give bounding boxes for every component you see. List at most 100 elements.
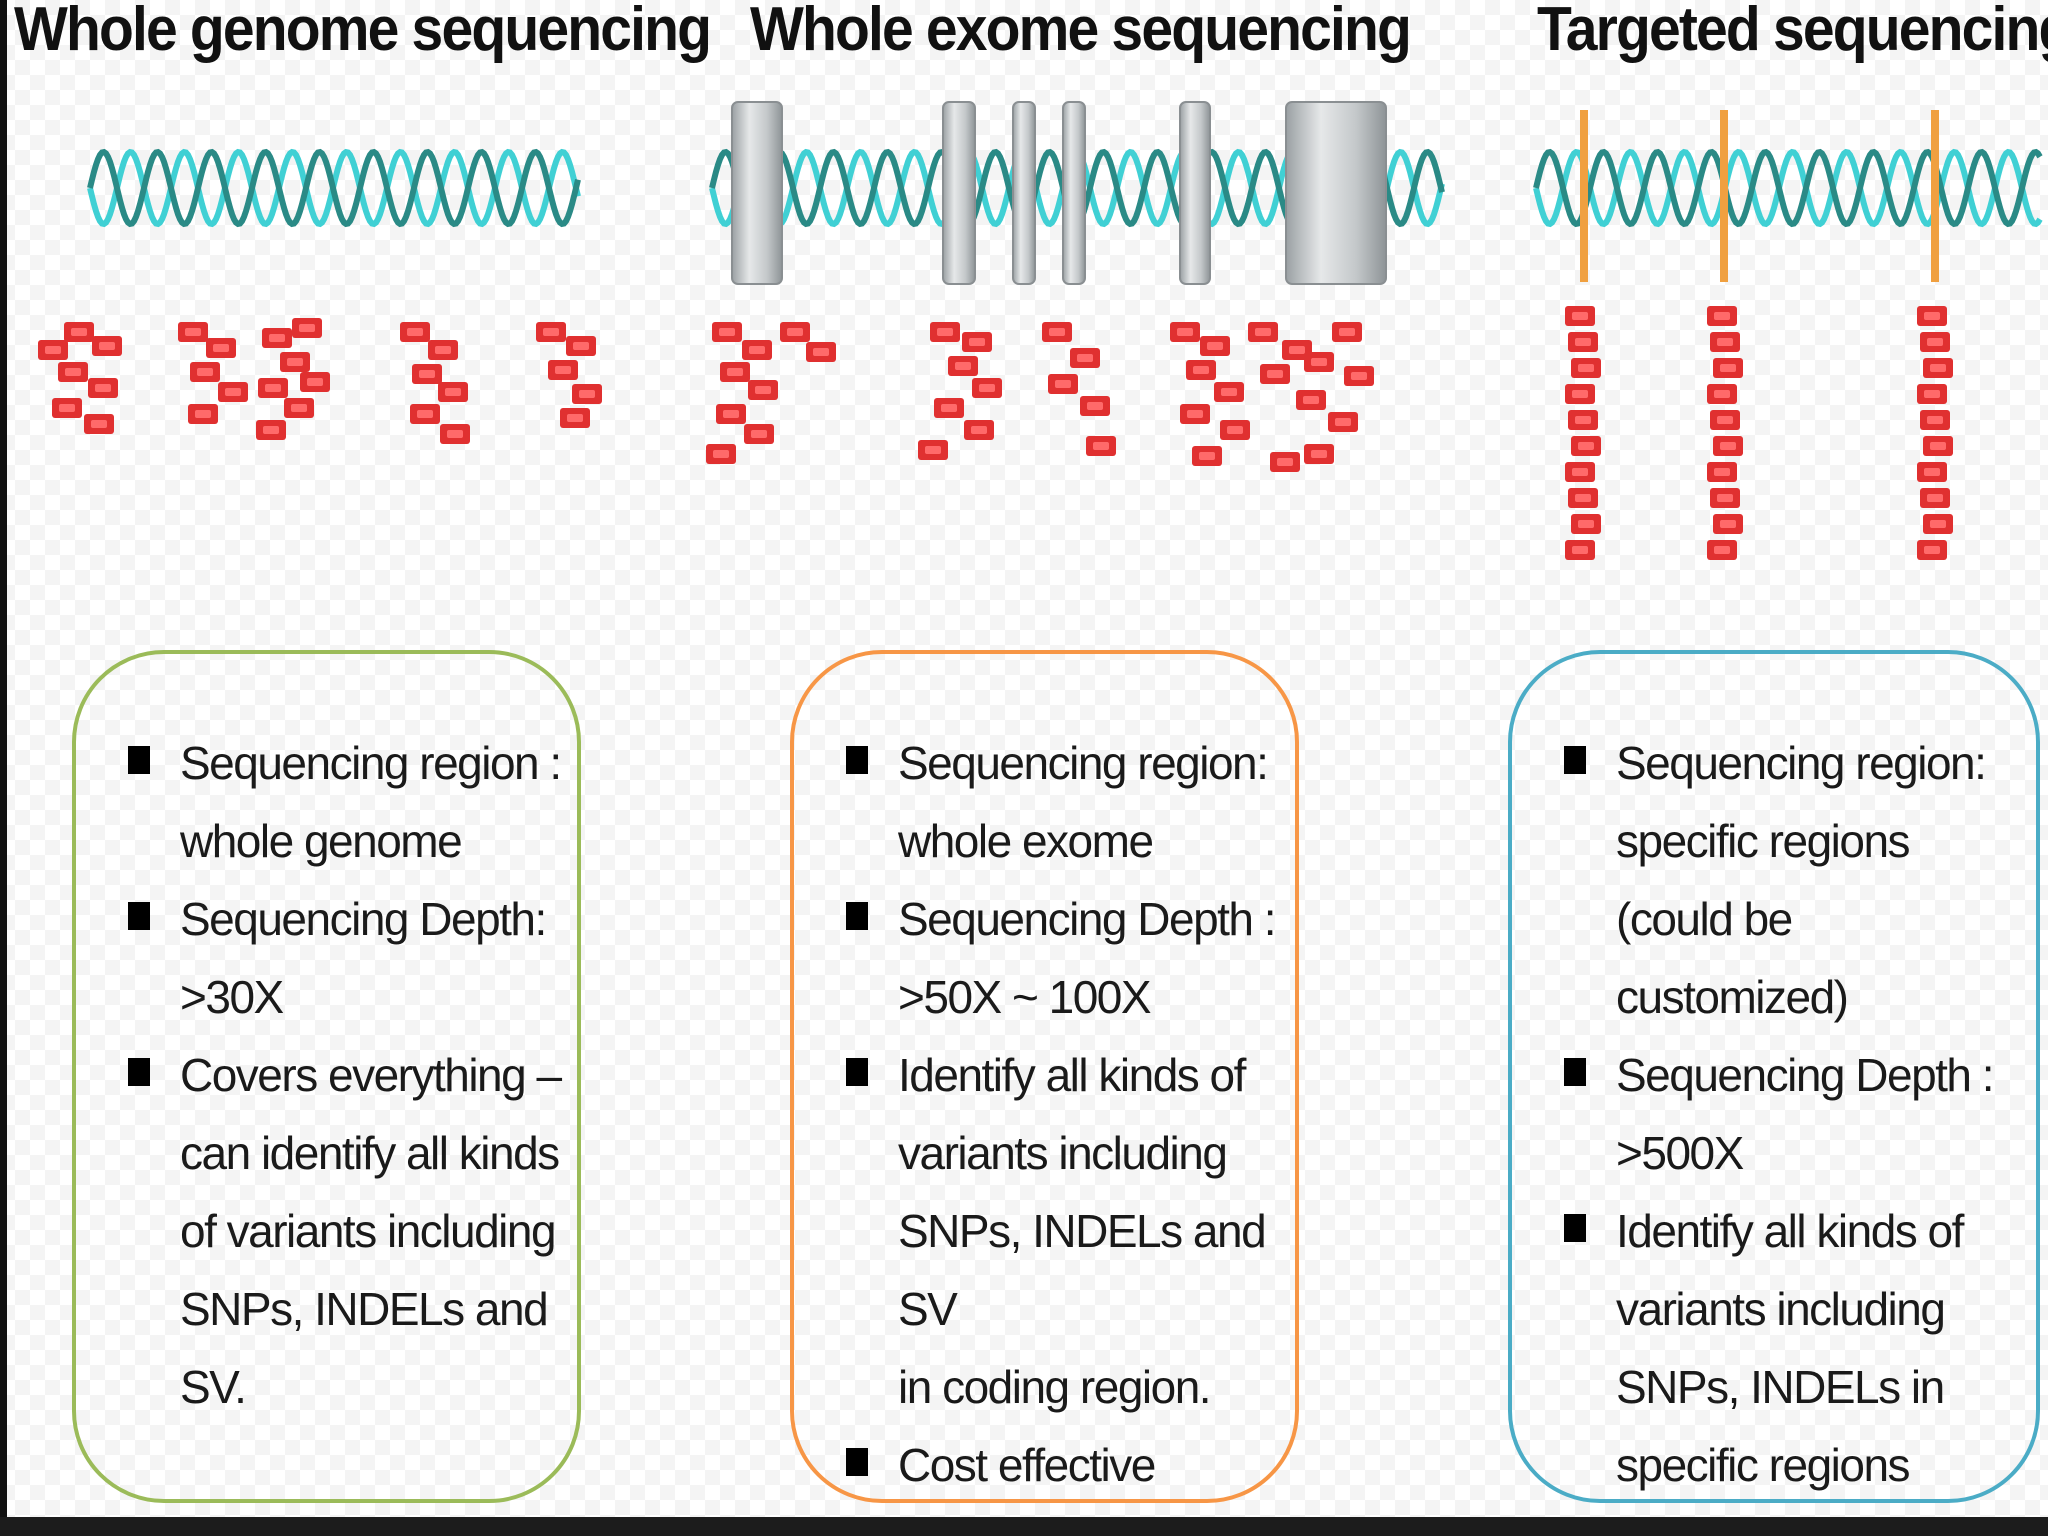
sequencing-read-icon bbox=[307, 378, 323, 386]
sequencing-read-icon bbox=[1289, 346, 1305, 354]
sequencing-read-icon bbox=[1720, 364, 1736, 372]
wes-bullet-text: Sequencing region: whole exome bbox=[898, 737, 1269, 867]
sequencing-read-icon bbox=[95, 384, 111, 392]
sequencing-read-icon bbox=[723, 410, 739, 418]
sequencing-read-icon bbox=[1207, 342, 1223, 350]
whole-exome-title: Whole exome sequencing bbox=[750, 0, 1412, 64]
bullet-square-icon bbox=[128, 1058, 150, 1086]
whole-genome-title: Whole genome sequencing bbox=[14, 0, 712, 64]
sequencing-read-icon bbox=[197, 368, 213, 376]
sequencing-read-icon bbox=[435, 346, 451, 354]
sequencing-read-icon bbox=[1049, 328, 1065, 336]
sequencing-read-icon bbox=[1572, 546, 1588, 554]
ts-bullet-item: Identify all kinds of variants including… bbox=[1564, 1192, 2024, 1504]
sequencing-read-icon bbox=[1578, 520, 1594, 528]
sequencing-read-icon bbox=[755, 386, 771, 394]
sequencing-read-icon bbox=[1927, 338, 1943, 346]
sequencing-read-icon bbox=[1930, 442, 1946, 450]
sequencing-read-icon bbox=[555, 366, 571, 374]
sequencing-read-icon bbox=[45, 346, 61, 354]
ts-bullet-item: Sequencing Depth : >500X bbox=[1564, 1036, 2024, 1192]
sequencing-read-icon bbox=[1720, 520, 1736, 528]
exon-block-icon bbox=[1285, 101, 1387, 285]
bullet-square-icon bbox=[1564, 1214, 1586, 1242]
sequencing-read-icon bbox=[1193, 366, 1209, 374]
sequencing-read-icon bbox=[407, 328, 423, 336]
sequencing-read-icon bbox=[269, 334, 285, 342]
bottom-bar bbox=[0, 1517, 2048, 1536]
sequencing-read-icon bbox=[1187, 410, 1203, 418]
sequencing-read-icon bbox=[1575, 494, 1591, 502]
exon-block-icon bbox=[1062, 101, 1086, 285]
sequencing-read-icon bbox=[971, 426, 987, 434]
bullet-square-icon bbox=[1564, 1058, 1586, 1086]
wes-bullet-text: Identify all kinds of variants including… bbox=[898, 1049, 1267, 1413]
sequencing-read-icon bbox=[1093, 442, 1109, 450]
wgs-bullet-text: Sequencing Depth: >30X bbox=[180, 893, 547, 1023]
ts-bullet-text: Sequencing region: specific regions (cou… bbox=[1616, 737, 1987, 1023]
target-marker-icon bbox=[1931, 110, 1939, 282]
dna-helix-icon bbox=[1533, 148, 2043, 228]
sequencing-read-icon bbox=[937, 328, 953, 336]
wgs-bullet-item: Covers everything – can identify all kin… bbox=[128, 1036, 565, 1426]
sequencing-read-icon bbox=[1267, 370, 1283, 378]
sequencing-read-icon bbox=[813, 348, 829, 356]
wes-bullet-text: Sequencing Depth : >50X ~ 100X bbox=[898, 893, 1277, 1023]
sequencing-read-icon bbox=[99, 342, 115, 350]
targeted-card: Sequencing region: specific regions (cou… bbox=[1508, 650, 2040, 1536]
exon-block-icon bbox=[1012, 101, 1036, 285]
sequencing-read-icon bbox=[751, 430, 767, 438]
sequencing-read-icon bbox=[1930, 520, 1946, 528]
bullet-square-icon bbox=[1564, 746, 1586, 774]
sequencing-read-icon bbox=[1924, 468, 1940, 476]
sequencing-read-icon bbox=[419, 370, 435, 378]
sequencing-read-icon bbox=[1572, 468, 1588, 476]
exon-block-icon bbox=[1179, 101, 1211, 285]
ts-bullet-text: Sequencing Depth : >500X bbox=[1616, 1049, 1995, 1179]
sequencing-read-icon bbox=[1339, 328, 1355, 336]
sequencing-read-icon bbox=[1572, 390, 1588, 398]
sequencing-read-icon bbox=[1717, 494, 1733, 502]
sequencing-read-icon bbox=[287, 358, 303, 366]
bullet-square-icon bbox=[846, 746, 868, 774]
sequencing-read-icon bbox=[1930, 364, 1946, 372]
sequencing-read-icon bbox=[969, 338, 985, 346]
sequencing-read-icon bbox=[1255, 328, 1271, 336]
sequencing-read-icon bbox=[1575, 338, 1591, 346]
sequencing-read-icon bbox=[417, 410, 433, 418]
sequencing-read-icon bbox=[1277, 458, 1293, 466]
sequencing-read-icon bbox=[59, 404, 75, 412]
sequencing-read-icon bbox=[1087, 402, 1103, 410]
ts-bullet-text: Identify all kinds of variants including… bbox=[1616, 1205, 1964, 1491]
wgs-bullet-item: Sequencing region : whole genome bbox=[128, 724, 565, 880]
sequencing-read-icon bbox=[979, 384, 995, 392]
wes-bullet-item: Cost effective bbox=[846, 1426, 1283, 1504]
sequencing-read-icon bbox=[1578, 364, 1594, 372]
sequencing-read-icon bbox=[1927, 494, 1943, 502]
exon-block-icon bbox=[731, 101, 783, 285]
sequencing-read-icon bbox=[1311, 450, 1327, 458]
sequencing-read-icon bbox=[1351, 372, 1367, 380]
sequencing-read-icon bbox=[713, 450, 729, 458]
sequencing-read-icon bbox=[1720, 442, 1736, 450]
ts-bullet-item: Sequencing region: specific regions (cou… bbox=[1564, 724, 2024, 1036]
target-marker-icon bbox=[1580, 110, 1588, 282]
sequencing-read-icon bbox=[719, 328, 735, 336]
sequencing-read-icon bbox=[1303, 396, 1319, 404]
sequencing-read-icon bbox=[1335, 418, 1351, 426]
bullet-square-icon bbox=[128, 746, 150, 774]
sequencing-read-icon bbox=[1714, 312, 1730, 320]
sequencing-read-icon bbox=[1924, 390, 1940, 398]
sequencing-read-icon bbox=[1221, 388, 1237, 396]
sequencing-read-icon bbox=[71, 328, 87, 336]
sequencing-read-icon bbox=[1311, 358, 1327, 366]
sequencing-read-icon bbox=[567, 414, 583, 422]
sequencing-read-icon bbox=[263, 426, 279, 434]
sequencing-read-icon bbox=[727, 368, 743, 376]
sequencing-read-icon bbox=[265, 384, 281, 392]
wgs-bullet-text: Sequencing region : whole genome bbox=[180, 737, 562, 867]
sequencing-read-icon bbox=[1714, 390, 1730, 398]
